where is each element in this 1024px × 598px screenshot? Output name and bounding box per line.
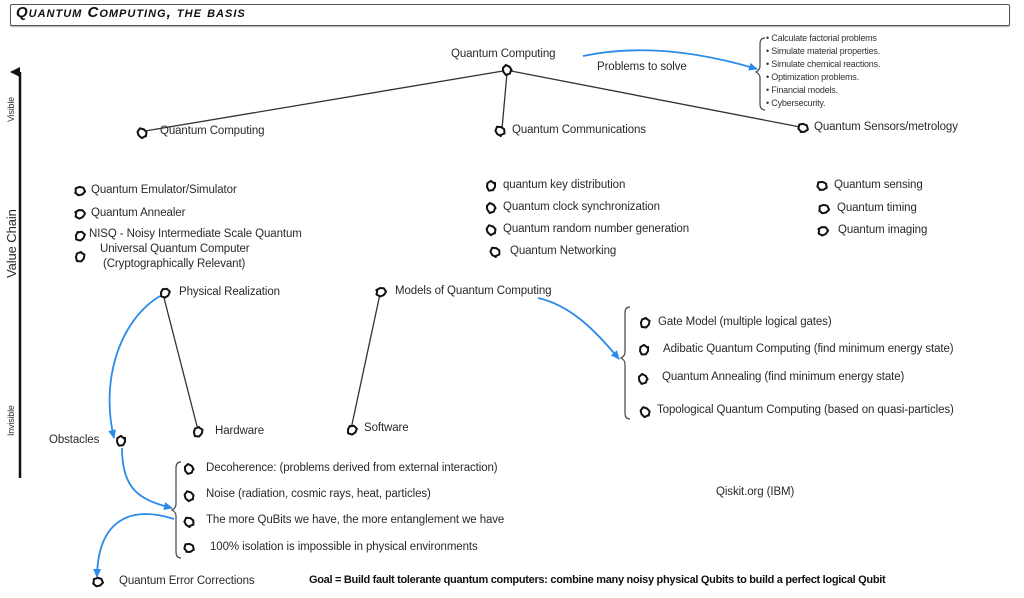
problems-arrow-label: Problems to solve (597, 61, 687, 73)
node-entanglement-circle-icon (183, 516, 195, 529)
blue-arrows (93, 49, 758, 578)
arrow-physical-to-obstacles (108, 295, 161, 439)
node-timing-circle-icon (818, 203, 831, 215)
node-sensing-circle-icon (816, 180, 828, 191)
sensors-item: Quantum timing (837, 202, 917, 214)
branch-computing-label: Quantum Computing (160, 125, 265, 137)
brace-problems (754, 37, 766, 111)
node-noise-circle-icon (183, 490, 195, 503)
software-label: Software (364, 422, 409, 434)
problem-item: • Cybersecurity. (766, 98, 826, 108)
node-networking-circle-icon (489, 246, 501, 258)
qiskit-note: Qiskit.org (IBM) (716, 486, 795, 498)
node-nisq-circle-icon (75, 230, 86, 242)
error-correction-label: Quantum Error Corrections (119, 575, 255, 587)
node-physical-circle-icon (160, 287, 171, 299)
node-topological-circle-icon (639, 406, 651, 419)
node-annealing-circle-icon (638, 373, 649, 385)
node-adiabatic-circle-icon (639, 343, 650, 356)
model-item: Topological Quantum Computing (based on … (657, 404, 954, 416)
node-rng-circle-icon (485, 224, 497, 237)
node-decoherence-circle-icon (183, 463, 195, 475)
node-software-circle-icon (347, 424, 358, 436)
node-models-circle-icon (375, 287, 388, 298)
model-item: Quantum Annealing (find minimum energy s… (662, 371, 905, 383)
axis-label-invisible: Invisible (6, 405, 16, 436)
computing-item: Quantum Emulator/Simulator (91, 184, 237, 196)
connector-root-computing (144, 70, 504, 132)
problem-item: • Simulate material properties. (766, 46, 881, 56)
node-gate-model-circle-icon (639, 317, 651, 329)
obstacles-label: Obstacles (49, 434, 100, 446)
node-hardware-circle-icon (192, 426, 204, 438)
node-communications-circle-icon (494, 125, 506, 137)
model-item: Gate Model (multiple logical gates) (658, 316, 832, 328)
problem-item-text: Cybersecurity. (771, 98, 826, 108)
models-label: Models of Quantum Computing (395, 285, 552, 297)
hardware-label: Hardware (215, 425, 265, 437)
problem-item: • Calculate factorial problems (766, 33, 877, 43)
connector-models-software (350, 293, 381, 430)
problem-item-text: Calculate factorial problems (771, 33, 877, 43)
obstacle-item: Noise (radiation, cosmic rays, heat, par… (206, 488, 431, 500)
goal-statement: Goal = Build fault tolerante quantum com… (309, 574, 886, 586)
node-universal-circle-icon (74, 251, 86, 263)
brace-models (619, 306, 631, 420)
node-obstacles-circle-icon (116, 434, 126, 447)
problem-item-text: Simulate material properties. (771, 46, 881, 56)
node-root-circle-icon (501, 64, 513, 76)
node-isolation-circle-icon (183, 542, 195, 553)
connector-root-communications (501, 72, 508, 130)
communications-item: quantum key distribution (503, 179, 626, 191)
sensors-item: Quantum sensing (834, 179, 923, 191)
communications-item: Quantum clock synchronization (503, 201, 660, 213)
computing-item: Universal Quantum Computer (100, 243, 250, 255)
title-frame (10, 4, 1010, 26)
communications-item: Quantum random number generation (503, 223, 690, 235)
node-error-correction-circle-icon (92, 576, 104, 588)
connector-physical-hardware (162, 293, 199, 431)
tree-connectors (144, 70, 801, 431)
computing-item: NISQ - Noisy Intermediate Scale Quantum (89, 228, 302, 240)
computing-item: Quantum Annealer (91, 207, 186, 219)
arrow-list-to-error-correction (93, 513, 175, 578)
braces (170, 37, 766, 559)
obstacle-item: Decoherence: (problems derived from exte… (206, 462, 498, 474)
node-clock-circle-icon (485, 202, 497, 214)
obstacle-item: The more QuBits we have, the more entang… (206, 514, 505, 526)
computing-item-note: (Cryptographically Relevant) (103, 258, 246, 270)
branch-sensors-label: Quantum Sensors/metrology (814, 121, 958, 133)
page-title: Quantum Computing, the basis (16, 4, 246, 21)
problem-item-text: Simulate chemical reactions. (771, 59, 881, 69)
node-computing-circle-icon (136, 127, 148, 140)
branch-communications-label: Quantum Communications (512, 124, 646, 136)
problem-item: • Simulate chemical reactions. (766, 59, 881, 69)
arrow-models-to-list (537, 297, 620, 360)
physical-realization-label: Physical Realization (179, 286, 280, 298)
brace-obstacles (170, 461, 182, 559)
problem-item-text: Optimization problems. (771, 72, 859, 82)
node-emulator-circle-icon (74, 185, 87, 197)
communications-item: Quantum Networking (510, 245, 617, 257)
node-annealer-circle-icon (74, 209, 87, 220)
problem-item: • Financial models. (766, 85, 838, 95)
node-imaging-circle-icon (817, 226, 830, 237)
axis-label-visible: Visible (6, 97, 16, 122)
problem-item: • Optimization problems. (766, 72, 859, 82)
node-qkd-circle-icon (486, 179, 496, 192)
arrow-obstacles-to-list (121, 447, 173, 510)
connector-root-sensors (510, 70, 801, 128)
root-node-label: Quantum Computing (451, 48, 556, 60)
arrow-problems-to-solve (582, 49, 758, 71)
node-sensors-circle-icon (797, 122, 809, 133)
sensors-item: Quantum imaging (838, 224, 928, 236)
problem-item-text: Financial models. (771, 85, 838, 95)
axis-label-value-chain: Value Chain (4, 209, 19, 278)
model-item: Adibatic Quantum Computing (find minimum… (663, 343, 954, 355)
obstacle-item: 100% isolation is impossible in physical… (210, 541, 478, 553)
